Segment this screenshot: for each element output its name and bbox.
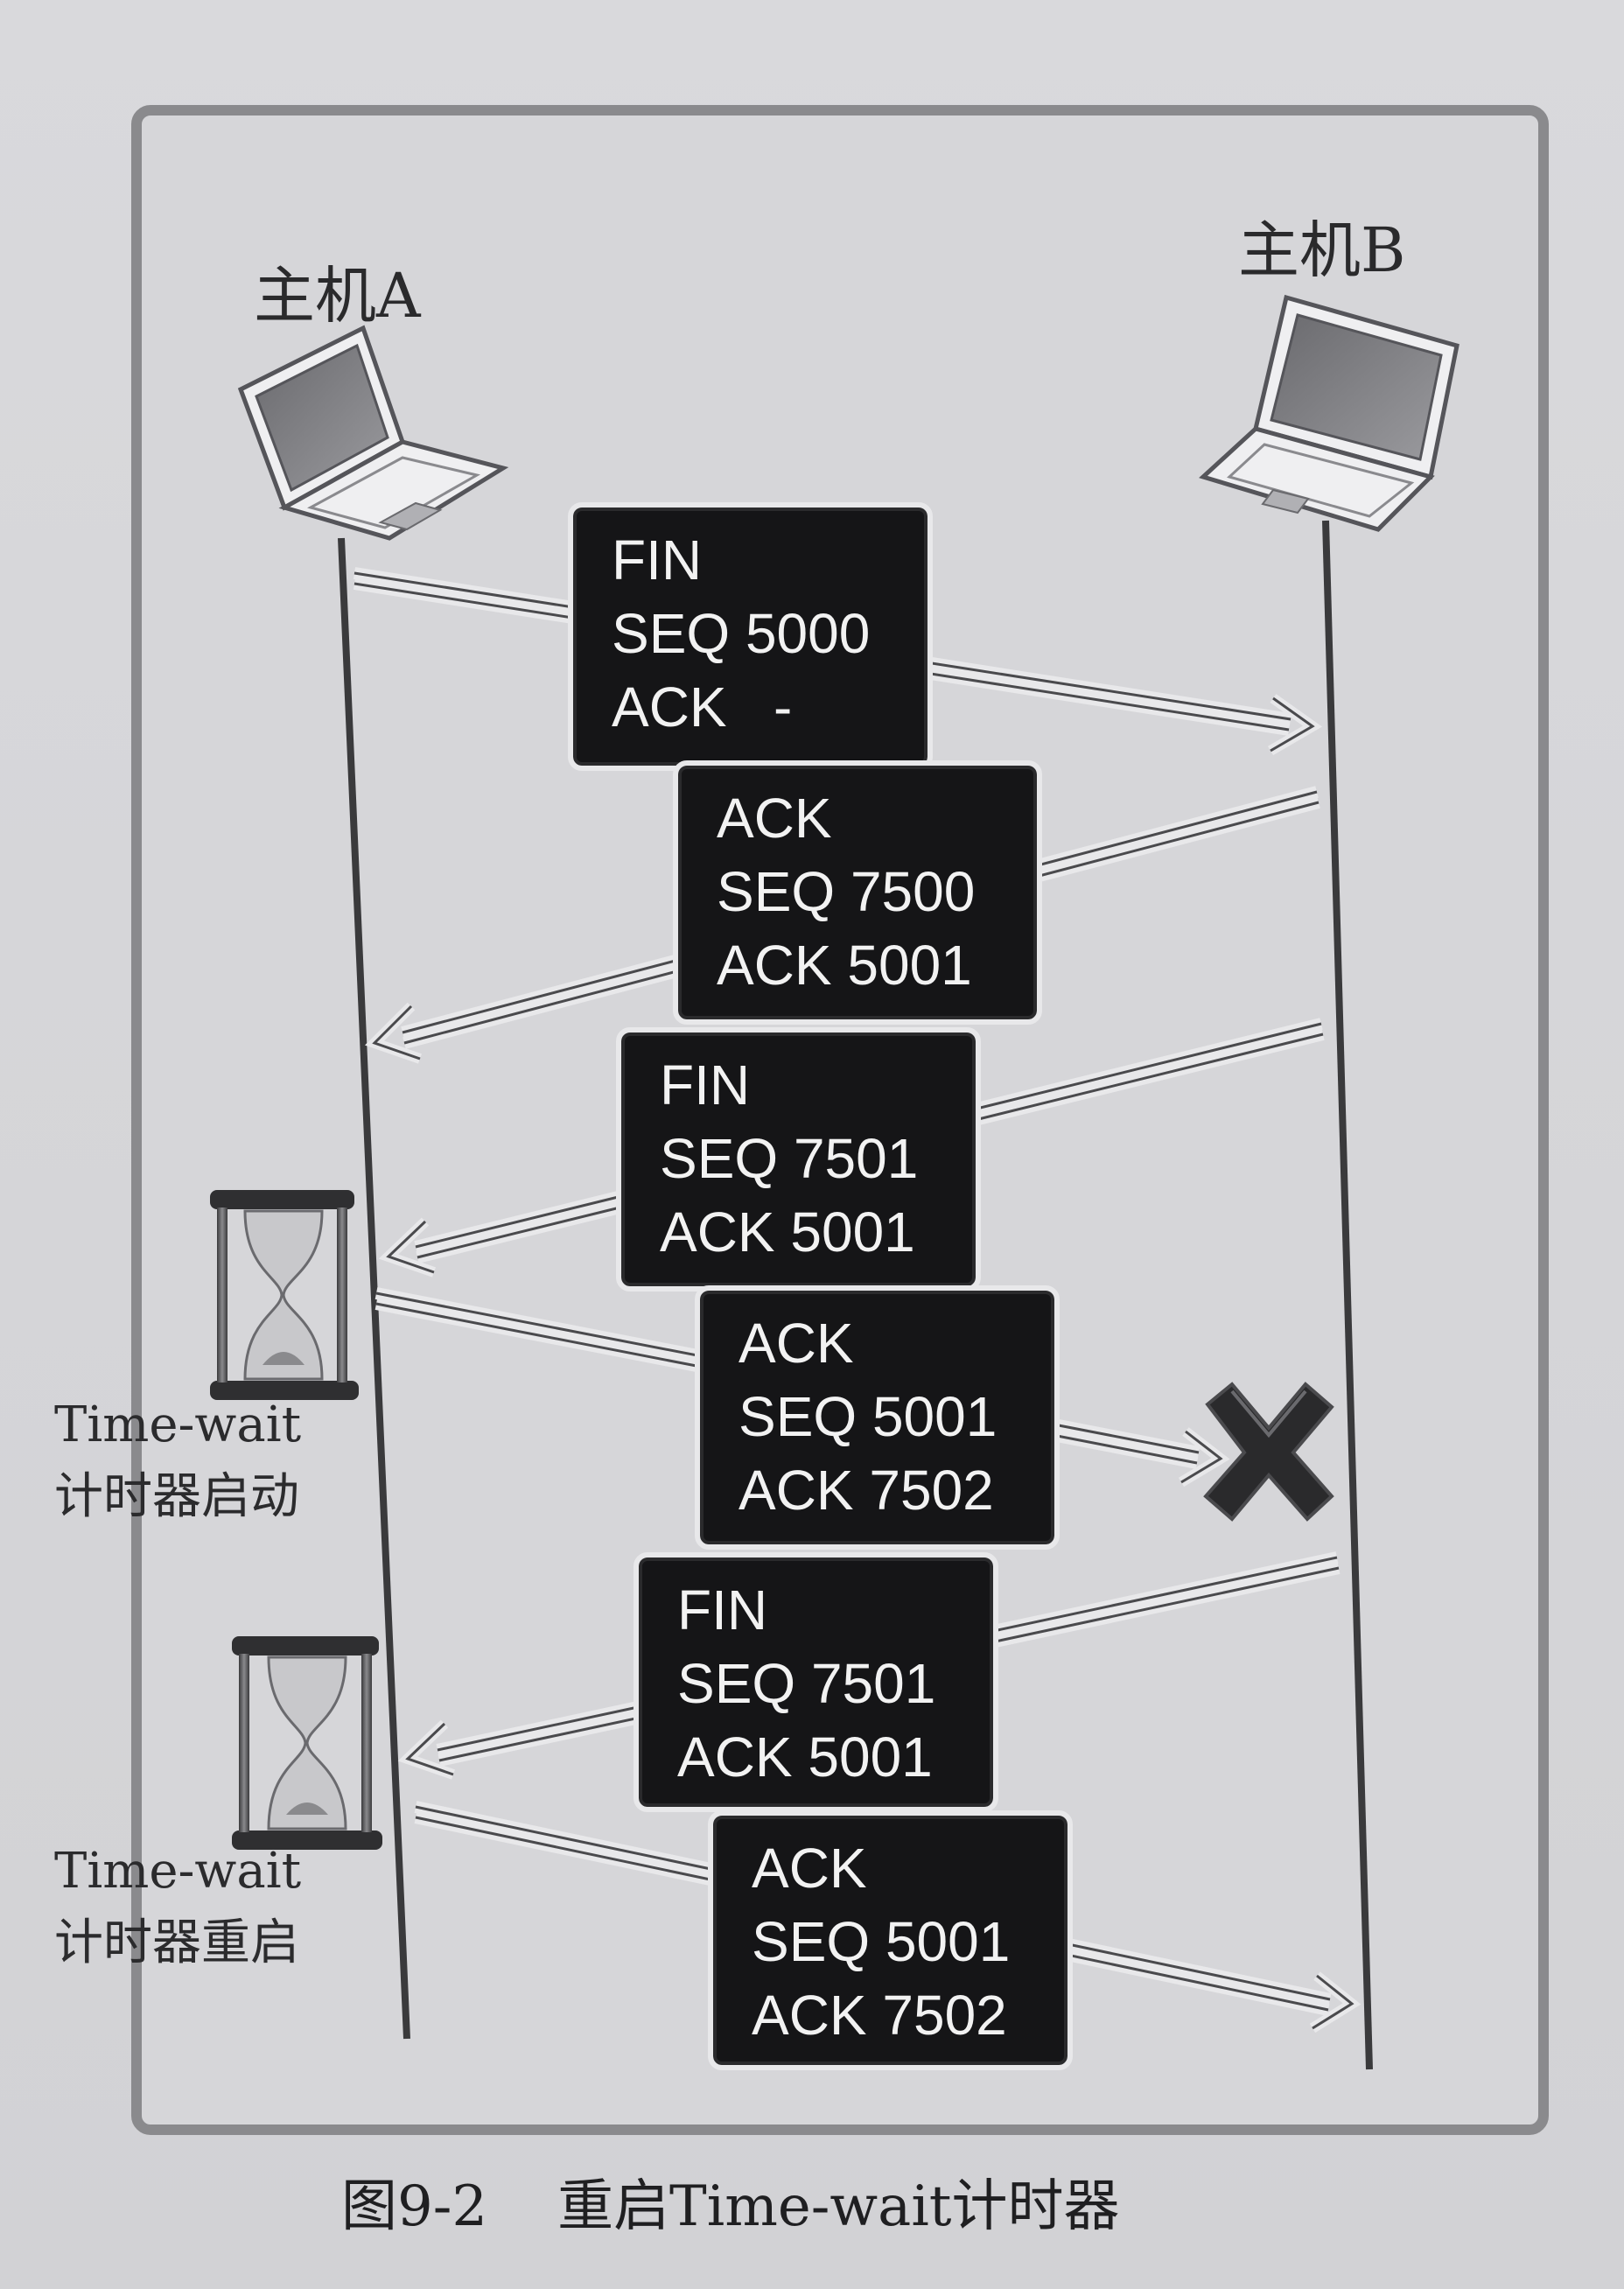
timer-label-start: Time-wait 计时器启动: [54, 1390, 301, 1533]
message-ack: ACK 5001: [660, 1200, 915, 1264]
message-flag: FIN: [677, 1578, 768, 1642]
message-seq: SEQ 7500: [717, 860, 976, 923]
timer-label-line2: 计时器启动: [54, 1468, 299, 1525]
x-mark-icon: [1203, 1382, 1334, 1522]
message-box-fin-2: FIN SEQ 7501 ACK 5001: [616, 1027, 981, 1292]
host-a-laptop-icon: [237, 325, 509, 541]
message-flag: FIN: [612, 528, 703, 592]
hourglass-icon-start: [210, 1190, 359, 1400]
message-ack: ACK 5001: [677, 1726, 933, 1788]
message-ack: ACK 7502: [752, 1984, 1007, 2047]
timer-label-restart: Time-wait 计时器重启: [54, 1836, 301, 1979]
message-seq: SEQ 5001: [752, 1910, 1011, 1973]
timer-label-line1: Time-wait: [54, 1843, 302, 1900]
timer-label-line1: Time-wait: [54, 1396, 302, 1453]
message-box-ack-2-lost: ACK SEQ 5001 ACK 7502: [695, 1285, 1060, 1550]
message-ack: ACK 7502: [738, 1459, 994, 1522]
message-box-ack-3: ACK SEQ 5001 ACK 7502: [708, 1810, 1073, 2070]
message-seq: SEQ 7501: [677, 1652, 936, 1715]
host-b-laptop-icon: [1199, 294, 1460, 532]
hourglass-icon-restart: [232, 1636, 382, 1850]
host-b-label: 主机B: [1238, 214, 1406, 286]
message-flag: ACK: [738, 1312, 854, 1375]
host-a-lifeline: [338, 537, 410, 2040]
host-a-label: 主机A: [254, 260, 421, 332]
message-flag: FIN: [660, 1054, 751, 1116]
message-seq: SEQ 7501: [660, 1127, 919, 1190]
figure-number: 图9-2: [341, 2174, 488, 2239]
message-box-ack-1: ACK SEQ 7500 ACK 5001: [673, 760, 1042, 1025]
message-seq: SEQ 5000: [612, 602, 871, 665]
message-flag: ACK: [752, 1837, 867, 1900]
figure-title: 重启Time-wait计时器: [557, 2174, 1120, 2239]
message-box-fin-1: FIN SEQ 5000 ACK -: [568, 502, 933, 771]
timer-label-line2: 计时器重启: [54, 1914, 299, 1971]
message-ack: ACK -: [612, 676, 793, 738]
figure-caption: 图9-2 重启Time-wait计时器: [341, 2161, 1120, 2242]
host-b-lifeline: [1322, 520, 1373, 2070]
message-flag: ACK: [717, 787, 832, 850]
message-seq: SEQ 5001: [738, 1385, 998, 1448]
message-box-fin-3: FIN SEQ 7501 ACK 5001: [634, 1552, 998, 1812]
message-ack: ACK 5001: [717, 934, 972, 997]
